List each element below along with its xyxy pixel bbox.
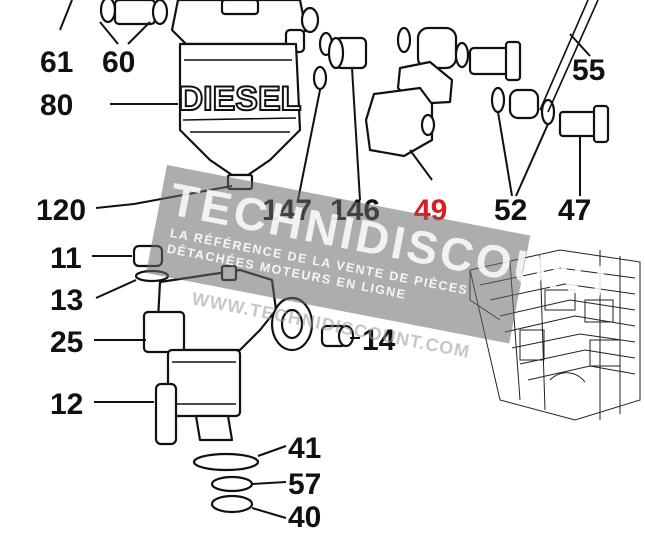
bolt-and-washer-61-60 [59,0,169,45]
plug-146 [327,36,368,201]
filter-bowl-lettering: DIESEL [179,80,302,118]
part-label-60: 60 [102,46,135,79]
part-label-61: 61 [40,46,73,79]
part-label-12: 12 [50,388,83,421]
bolt-52-47 [468,40,556,197]
seal-40 [210,494,287,519]
part-label-41: 41 [288,432,321,465]
watermark-band [146,164,531,344]
pin-12 [94,382,178,446]
part-label-120: 120 [36,194,86,227]
fitting-14 [320,324,360,348]
part-label-47: 47 [558,194,591,227]
engine-block-drawing [469,249,641,421]
part-label-80: 80 [40,89,73,122]
banjo-fitting-49 [364,26,470,181]
seal-57 [210,475,287,493]
part-label-13: 13 [50,284,83,317]
washer-147 [297,31,334,201]
o-ring-41 [192,445,287,472]
part-label-55: 55 [572,54,605,87]
bolt-47 [558,104,610,196]
fuel-line-55 [539,0,599,113]
part-label-52: 52 [494,194,527,227]
part-label-40: 40 [288,501,321,534]
part-label-11: 11 [50,242,82,275]
part-label-57: 57 [288,468,321,501]
part-label-25: 25 [50,326,83,359]
part-label-14: 14 [362,324,396,357]
fuel-filter-assembly: DIESEL [170,0,320,191]
